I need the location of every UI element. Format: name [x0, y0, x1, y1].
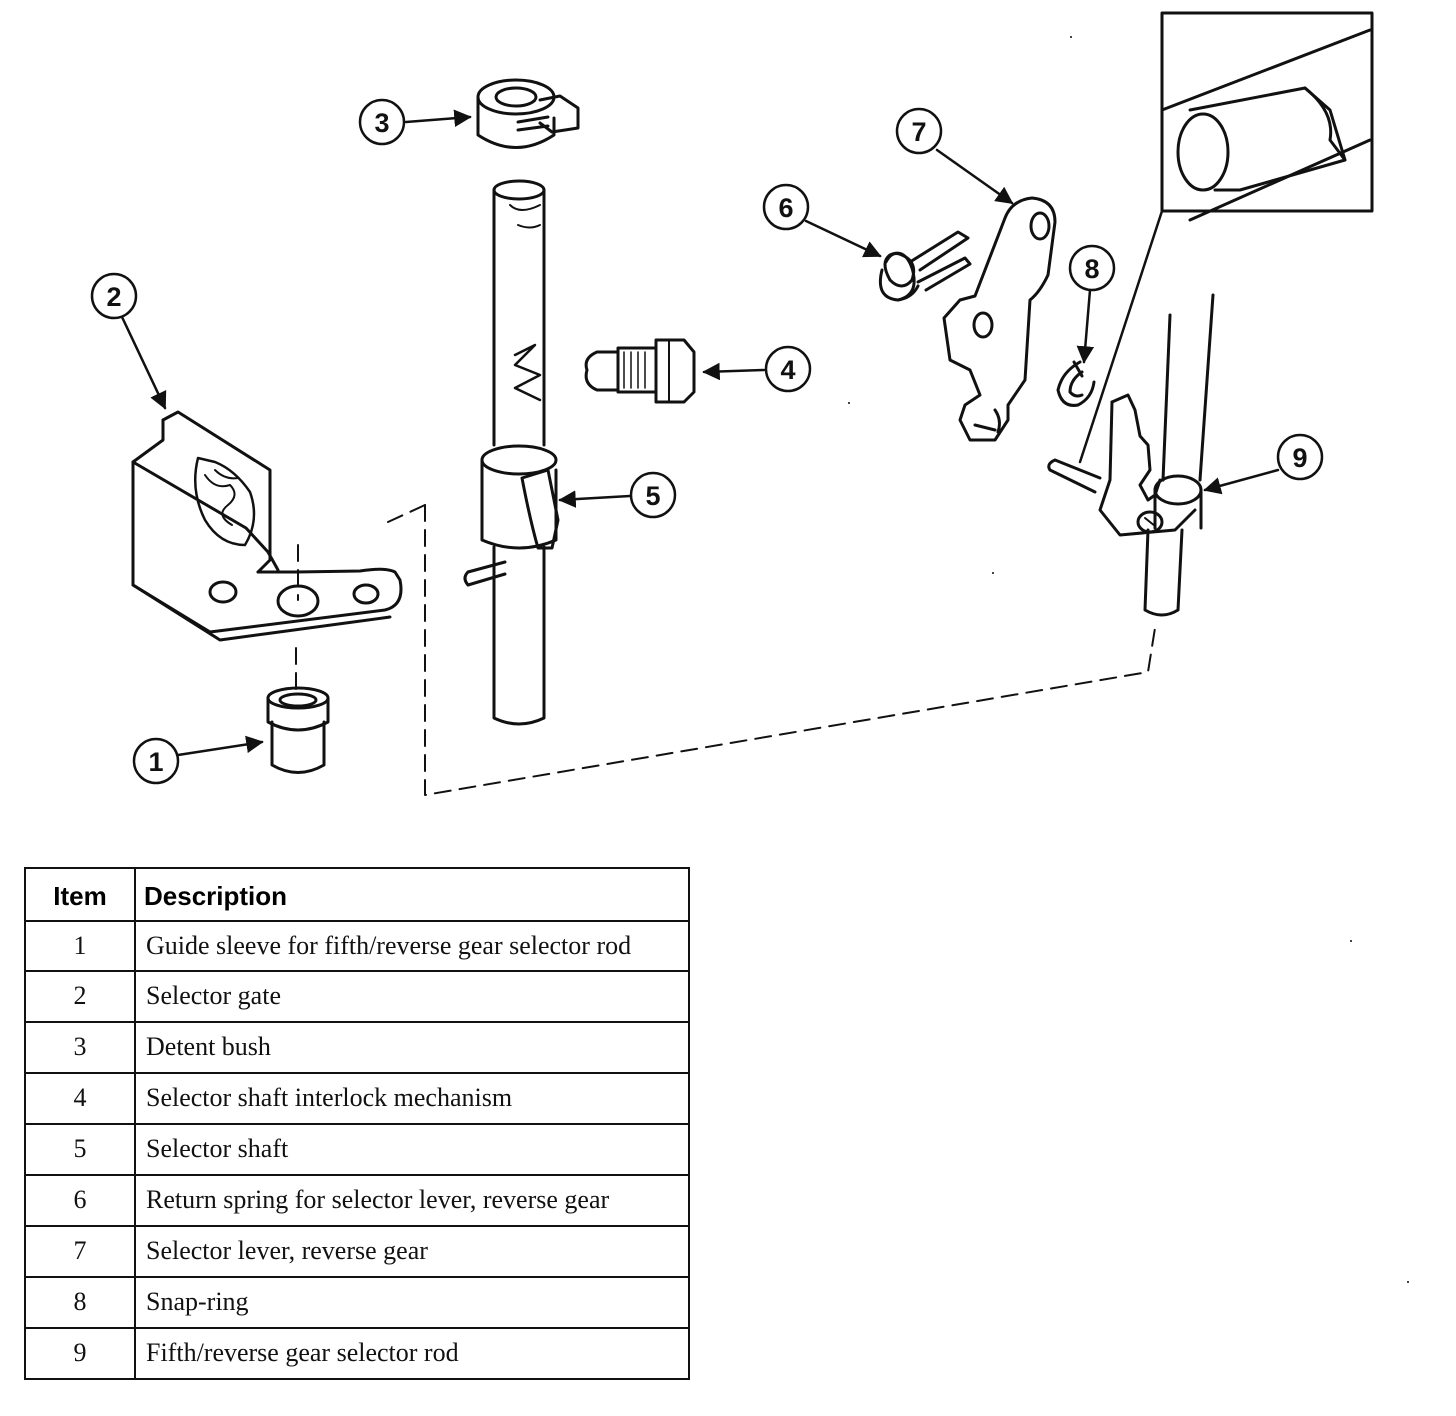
legend-row: 2 Selector gate: [24, 970, 690, 1023]
callout-1: 1: [132, 737, 180, 785]
assembly-lines: [295, 504, 1156, 796]
interlock-mechanism-part: [584, 338, 696, 404]
callout-8: 8: [1068, 244, 1116, 292]
exploded-view-diagram: 1 2 3 4 5 6 7 8 9: [90, 11, 1374, 796]
callout-3: 3: [358, 98, 406, 146]
detent-bush-part: [476, 78, 580, 149]
legend-row: 4 Selector shaft interlock mechanism: [24, 1072, 690, 1125]
selector-shaft-part: [463, 179, 560, 726]
legend-row: 6 Return spring for selector lever, reve…: [24, 1174, 690, 1227]
item-number: 5: [24, 1123, 136, 1176]
svg-text:1: 1: [148, 747, 163, 777]
scan-speck: [848, 402, 850, 404]
svg-text:7: 7: [911, 117, 926, 147]
item-number: 6: [24, 1174, 136, 1227]
scan-speck: [1407, 1281, 1409, 1283]
item-description: Guide sleeve for fifth/reverse gear sele…: [134, 920, 690, 972]
item-column-header: Item: [24, 867, 136, 922]
parts-legend-table: Item Description 1 Guide sleeve for fift…: [24, 867, 690, 1380]
detail-inset: [1078, 11, 1374, 464]
item-description: Return spring for selector lever, revers…: [134, 1174, 690, 1227]
legend-row: 5 Selector shaft: [24, 1123, 690, 1176]
guide-sleeve-part: [266, 686, 330, 774]
item-number: 4: [24, 1072, 136, 1125]
svg-text:6: 6: [778, 193, 793, 223]
legend-row: 3 Detent bush: [24, 1021, 690, 1074]
fifth-reverse-selector-rod-part: [1047, 293, 1215, 617]
leader-lines: [120, 109, 1280, 757]
selector-lever-part: [942, 196, 1057, 442]
item-description: Selector gate: [134, 970, 690, 1023]
item-number: 2: [24, 970, 136, 1023]
svg-text:9: 9: [1292, 443, 1307, 473]
svg-text:3: 3: [374, 108, 389, 138]
item-number: 9: [24, 1327, 136, 1380]
item-description: Selector lever, reverse gear: [134, 1225, 690, 1278]
return-spring-part: [878, 230, 972, 302]
legend-row: 7 Selector lever, reverse gear: [24, 1225, 690, 1278]
svg-text:2: 2: [106, 282, 121, 312]
callout-9: 9: [1276, 433, 1324, 481]
selector-gate-part: [131, 410, 403, 642]
item-description: Fifth/reverse gear selector rod: [134, 1327, 690, 1380]
item-description: Detent bush: [134, 1021, 690, 1074]
item-number: 7: [24, 1225, 136, 1278]
callout-5: 5: [629, 471, 677, 519]
callout-7: 7: [895, 107, 943, 155]
item-number: 3: [24, 1021, 136, 1074]
item-number: 8: [24, 1276, 136, 1329]
item-number: 1: [24, 920, 136, 972]
legend-row: 8 Snap-ring: [24, 1276, 690, 1329]
item-description: Selector shaft interlock mechanism: [134, 1072, 690, 1125]
scan-speck: [1350, 940, 1352, 942]
callout-2: 2: [90, 272, 138, 320]
legend-header-row: Item Description: [24, 867, 690, 922]
callout-6: 6: [762, 183, 810, 231]
callout-4: 4: [764, 345, 812, 393]
item-description: Snap-ring: [134, 1276, 690, 1329]
svg-text:4: 4: [780, 355, 795, 385]
description-column-header: Description: [134, 867, 690, 922]
svg-text:5: 5: [645, 481, 660, 511]
svg-text:8: 8: [1084, 254, 1099, 284]
legend-row: 9 Fifth/reverse gear selector rod: [24, 1327, 690, 1380]
legend-row: 1 Guide sleeve for fifth/reverse gear se…: [24, 920, 690, 972]
item-description: Selector shaft: [134, 1123, 690, 1176]
snap-ring-part: [1056, 360, 1096, 407]
scan-speck: [992, 572, 994, 574]
scan-speck: [1070, 36, 1072, 38]
